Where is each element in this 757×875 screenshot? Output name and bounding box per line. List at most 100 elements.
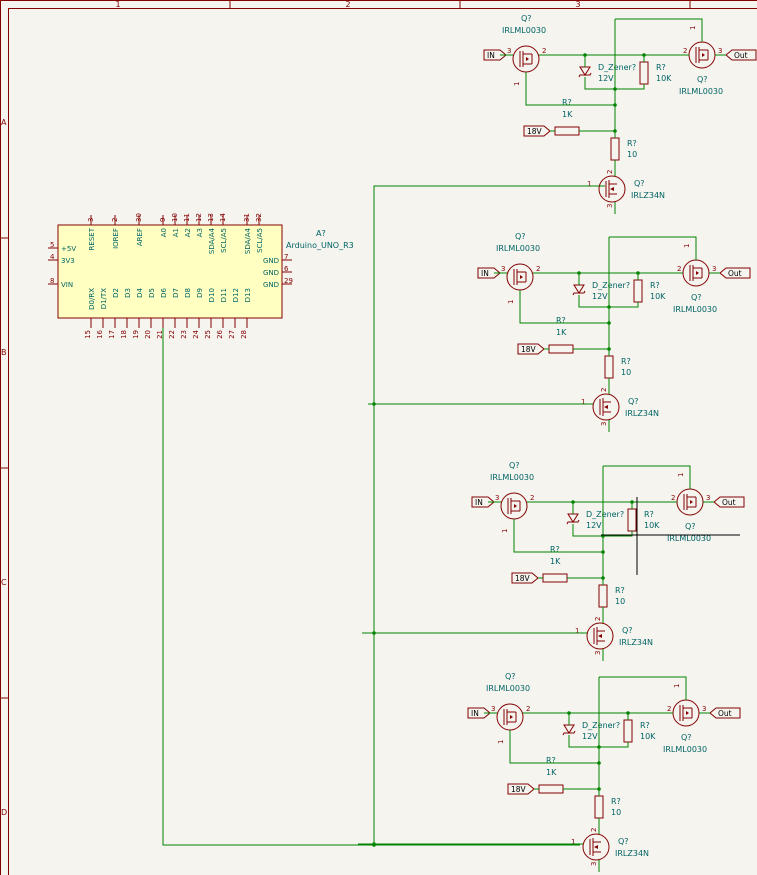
zener-ref: D_Zener? (592, 281, 630, 290)
q-drv-pin: 2 (594, 617, 602, 621)
q-out-pin: 1 (689, 26, 697, 30)
q-out-pin: 3 (706, 494, 710, 502)
r-mid-ref: R? (550, 545, 560, 554)
resistor-body (594, 795, 604, 819)
supply-global-label: 18V (527, 127, 543, 136)
mosfet-arrow (598, 634, 602, 638)
q-in-value: IRLML0030 (486, 684, 530, 693)
in-global-label: IN (475, 498, 483, 507)
out-global-label: Out (718, 709, 732, 718)
out-global-label: Out (728, 269, 742, 278)
arduino-pin-number: 26 (216, 329, 224, 338)
zener-triangle (579, 66, 591, 76)
arduino-pin-name: A2 (184, 228, 192, 237)
supply-global-label-shape (507, 783, 535, 795)
q-out-pin: 2 (677, 265, 681, 273)
q-in-pin: 3 (491, 705, 495, 713)
resistor-body (598, 584, 608, 608)
arduino-pin-name: RESET (88, 227, 96, 250)
q-in-pin: 2 (526, 705, 530, 713)
arduino-pin-name: D1/TX (100, 288, 108, 309)
q-drv-pin: 3 (590, 862, 598, 866)
junction-dot (372, 402, 376, 406)
junction-dot (577, 271, 581, 275)
arduino-ref: A? (316, 229, 326, 238)
q-in-pin: 1 (501, 529, 509, 533)
arduino-pin-name: D13 (244, 288, 252, 302)
zener-value: 12V (582, 732, 598, 741)
q-out-pin: 2 (683, 47, 687, 55)
q-drv-ref: Q? (622, 626, 633, 635)
in-global-label-shape (483, 49, 507, 61)
mosfet-arrow (520, 275, 523, 279)
d6-wire (162, 328, 580, 846)
zener-triangle (573, 284, 585, 294)
arduino-pin-name: IOREF (112, 228, 120, 249)
q-in-ref: Q? (515, 232, 526, 241)
zener-triangle (567, 513, 579, 523)
q-in-ref: Q? (521, 14, 532, 23)
r-top-value: 10K (656, 74, 672, 83)
r-top-value: 10K (640, 732, 656, 741)
resistor-body (548, 344, 574, 354)
zener-bar (572, 290, 586, 296)
arduino-pin-number: 3 (87, 218, 95, 222)
arduino-pin-name: GND (263, 257, 279, 265)
arduino-pin-name: D3 (124, 288, 132, 298)
r-mid-value: 1K (562, 110, 573, 119)
arduino-pin-name: VIN (61, 281, 73, 289)
zener-value: 12V (586, 521, 602, 530)
q-out-value: IRLML0030 (679, 87, 723, 96)
junction-dot (630, 500, 634, 504)
arduino-pin-number: 23 (180, 330, 188, 339)
arduino-pin-name: SDA/A4 (208, 227, 216, 254)
q-drv-value: IRLZ34N (615, 849, 649, 858)
arduino-pin-number: 7 (284, 253, 288, 261)
in-global-label: IN (481, 269, 489, 278)
resistor-body (538, 784, 564, 794)
q-in-pin: 1 (507, 300, 515, 304)
arduino-pin-name: GND (263, 269, 279, 277)
junction-dot (613, 87, 617, 91)
q-out-value: IRLML0030 (663, 745, 707, 754)
r-mid-ref: R? (556, 316, 566, 325)
mosfet-arrow (696, 271, 699, 275)
q-in-value: IRLML0030 (496, 244, 540, 253)
junction-dot (613, 103, 617, 107)
mosfet-arrow (702, 53, 705, 57)
arduino-pin-name: +5V (61, 245, 76, 253)
arduino-pin-name: A1 (172, 228, 180, 237)
junction-dot (571, 500, 575, 504)
zener-bar (578, 72, 592, 78)
q-out-ref: Q? (685, 522, 696, 531)
q-drv-pin: 2 (606, 170, 614, 174)
arduino-pin-number: 27 (228, 330, 236, 339)
mosfet-arrow (526, 57, 529, 61)
in-global-label-shape (467, 707, 491, 719)
r-mid-ref: R? (562, 98, 572, 107)
wire (525, 72, 615, 106)
arduino-pin-name: D2 (112, 288, 120, 298)
arduino-pin-name: D5 (148, 288, 156, 298)
q-out-ref: Q? (697, 75, 708, 84)
frame-inner-border (8, 8, 757, 875)
frame-column-label: 1 (115, 0, 120, 9)
arduino-pin-number: 16 (96, 329, 104, 338)
arduino-pin-number: 9 (159, 218, 167, 222)
wire (609, 236, 697, 260)
arduino-pin-number: 2 (111, 218, 119, 222)
arduino-pin-number: 31 (243, 213, 251, 222)
arduino-pin-name: D4 (136, 287, 144, 297)
wire (599, 676, 687, 700)
junction-dot (601, 576, 605, 580)
q-out-pin: 1 (677, 473, 685, 477)
junction-dot (642, 53, 646, 57)
arduino-pin-number: 18 (120, 330, 128, 339)
arduino-pin-name: A0 (160, 228, 168, 237)
q-out-pin: 3 (718, 47, 722, 55)
r-gate-ref: R? (621, 357, 631, 366)
arduino-pin-number: 29 (284, 277, 293, 285)
q-in-pin: 2 (542, 47, 546, 55)
